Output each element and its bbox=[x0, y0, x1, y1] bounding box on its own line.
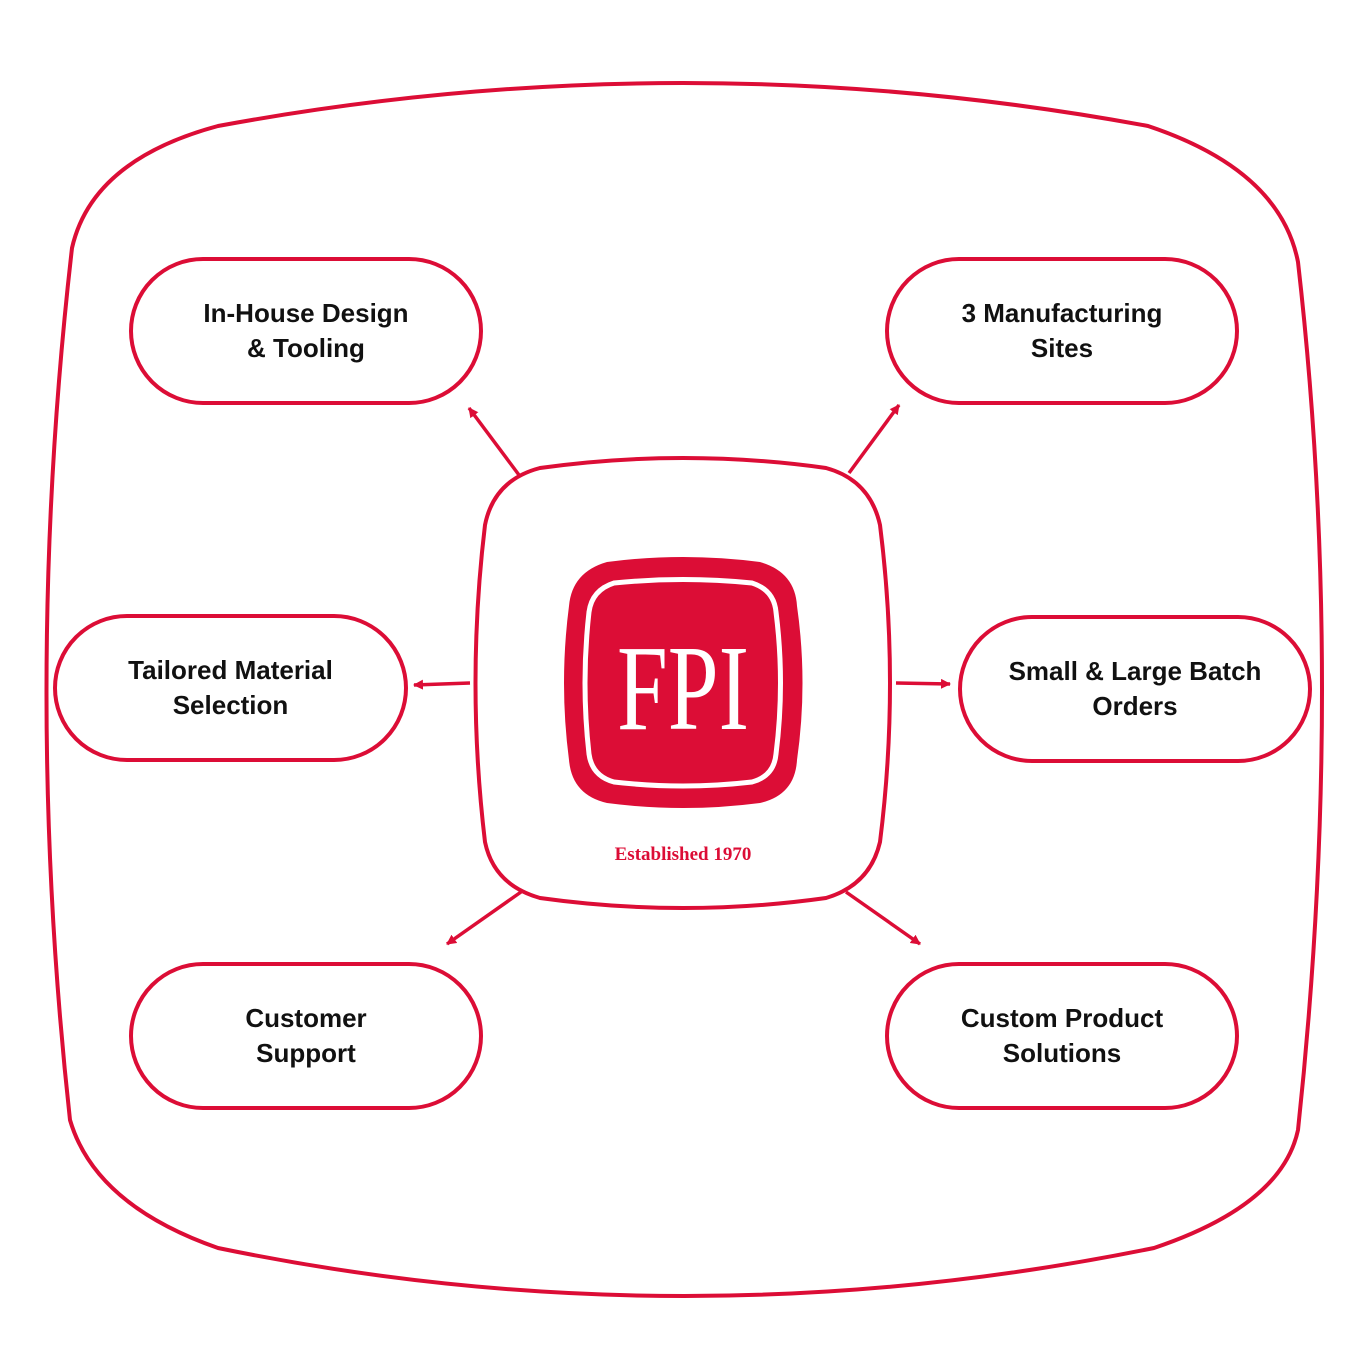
node-custom-solutions: Custom Product Solutions bbox=[885, 962, 1239, 1110]
arrow-to-support bbox=[445, 890, 523, 946]
arrow-to-sites bbox=[847, 403, 901, 475]
node-batch-orders: Small & Large Batch Orders bbox=[958, 615, 1312, 763]
outer-frame bbox=[44, 81, 1324, 1298]
node-label: Custom Product Solutions bbox=[960, 1003, 1164, 1068]
node-label: In-House Design & Tooling bbox=[203, 298, 409, 363]
node-label: Tailored Material Selection bbox=[128, 655, 333, 720]
established-tagline: Established 1970 bbox=[615, 844, 752, 865]
arrow-to-custom bbox=[844, 890, 922, 946]
node-customer-support: Customer Support bbox=[129, 962, 483, 1110]
node-in-house-design: In-House Design & Tooling bbox=[129, 257, 483, 405]
node-label: Customer Support bbox=[245, 1003, 367, 1068]
arrow-to-batch bbox=[895, 678, 951, 689]
node-material-selection: Tailored Material Selection bbox=[53, 614, 408, 762]
logo-text: FPI bbox=[617, 621, 749, 756]
node-label: Small & Large Batch Orders bbox=[1008, 656, 1262, 721]
node-label: 3 Manufacturing Sites bbox=[961, 298, 1163, 363]
node-manufacturing-sites: 3 Manufacturing Sites bbox=[885, 257, 1239, 405]
connector-arrows bbox=[413, 403, 951, 946]
fpi-logo: FPI bbox=[564, 557, 803, 808]
arrow-to-material bbox=[413, 679, 471, 690]
arrow-to-design bbox=[467, 406, 521, 477]
